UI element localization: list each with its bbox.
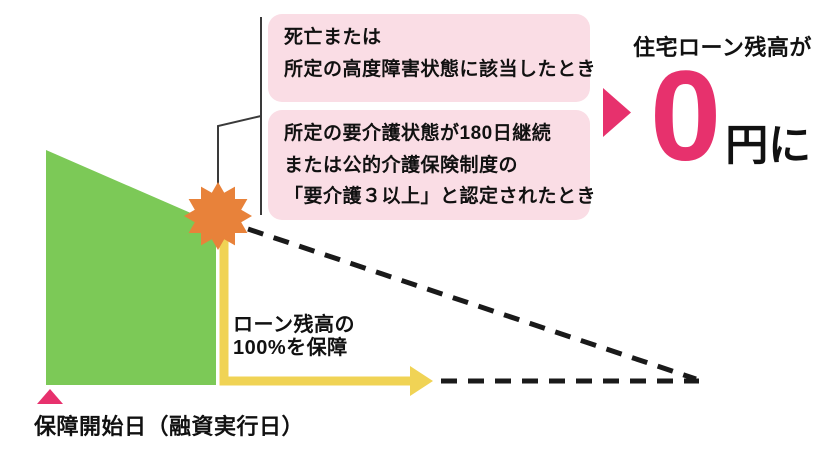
callout-text-line: 所定の高度障害状態に該当したとき [284, 58, 597, 80]
declining-balance-dashed-line [247, 226, 697, 382]
event-starburst-icon [184, 182, 252, 250]
result-headline: 住宅ローン残高が [633, 35, 812, 60]
callout-nursing-care-box: 所定の要介護状態が180日継続 または公的介護保険制度の 「要介護３以上」と認定… [268, 110, 597, 220]
result-amount-row: 0 円に [650, 53, 811, 181]
callout-text-line: 「要介護３以上」と認定されたとき [284, 186, 597, 207]
result-amount-unit: 円に [725, 122, 812, 170]
coverage-percentage-label: ローン残高の 100%を保障 [233, 314, 355, 360]
callout-text-line: 死亡または [284, 27, 382, 48]
coverage-label-line: ローン残高の [233, 314, 355, 336]
result-amount-value: 0 [650, 45, 721, 188]
coverage-arrow-head-icon [410, 366, 433, 396]
start-marker-icon [37, 389, 63, 404]
coverage-area-shape [46, 150, 216, 385]
coverage-label-line: 100%を保障 [233, 337, 348, 359]
result-arrow-icon [603, 88, 631, 137]
callout-connector-line [217, 115, 262, 184]
callout-text-line: 所定の要介護状態が180日継続 [284, 123, 552, 144]
callout-death-disability-box: 死亡または 所定の高度障害状態に該当したとき [268, 14, 597, 102]
coverage-arrow-line [219, 234, 411, 386]
callout-text-line: または公的介護保険制度の [284, 154, 519, 176]
start-date-label: 保障開始日（融資実行日） [34, 414, 305, 439]
